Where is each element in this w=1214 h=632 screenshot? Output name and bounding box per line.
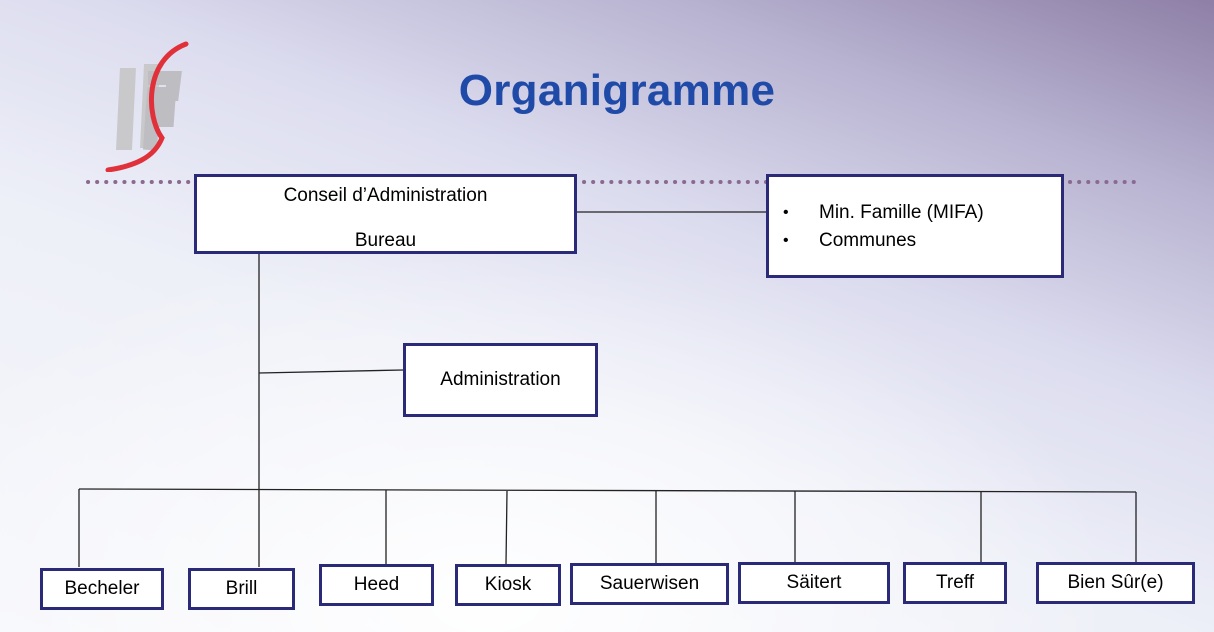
list-item: • Min. Famille (MIFA) [783, 199, 984, 227]
board-title: Conseil d’Administration [283, 185, 488, 206]
unit-heed: Heed [319, 564, 434, 606]
partners-list: • Min. Famille (MIFA) • Communes [783, 199, 984, 255]
unit-label: Säitert [786, 572, 842, 593]
board-box: Conseil d’Administration Bureau [194, 174, 577, 254]
unit-label: Treff [935, 572, 974, 593]
unit-kiosk: Kiosk [455, 564, 561, 606]
unit-sauerwisen: Sauerwisen [570, 563, 729, 605]
bureau-label: Bureau [354, 230, 417, 251]
bullet-icon: • [783, 204, 789, 221]
unit-label: Bien Sûr(e) [1067, 572, 1164, 593]
page-title: Organigramme [458, 66, 776, 115]
administration-label: Administration [440, 369, 561, 390]
bullet-icon: • [783, 232, 789, 249]
list-item: • Communes [783, 227, 984, 255]
unit-saitert: Säitert [738, 562, 890, 604]
unit-brill: Brill [188, 568, 295, 610]
unit-label: Kiosk [484, 574, 532, 595]
unit-bien-sure: Bien Sûr(e) [1036, 562, 1195, 604]
unit-label: Sauerwisen [599, 573, 700, 594]
unit-treff: Treff [903, 562, 1007, 604]
unit-becheler: Becheler [40, 568, 164, 610]
administration-box: Administration [403, 343, 598, 417]
partner-label: Min. Famille (MIFA) [819, 202, 984, 223]
partners-box: • Min. Famille (MIFA) • Communes [766, 174, 1064, 278]
dsf-logo-icon [105, 41, 189, 172]
unit-label: Heed [353, 574, 400, 595]
unit-label: Becheler [64, 578, 140, 599]
partner-label: Communes [819, 230, 917, 251]
unit-label: Brill [225, 578, 258, 599]
